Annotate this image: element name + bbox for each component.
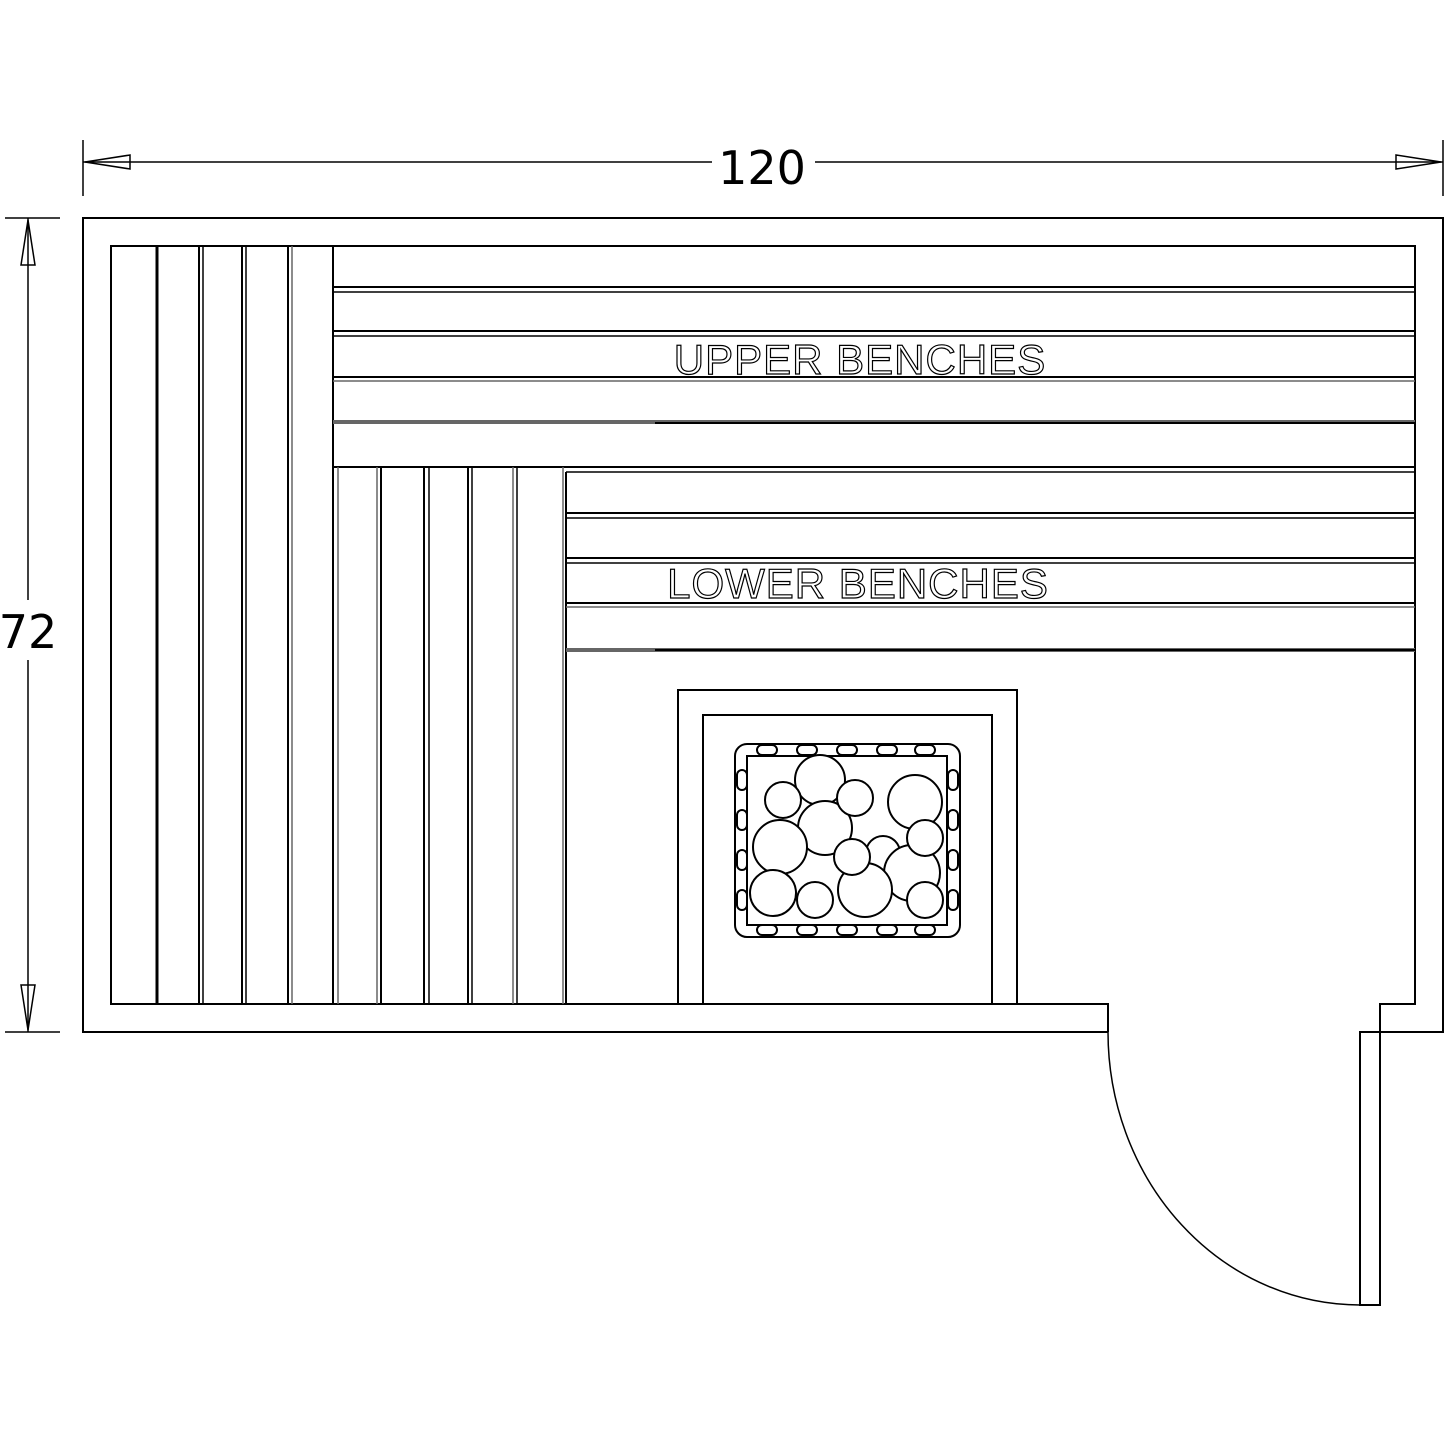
width-dimension: 120 [82,140,1444,196]
arrow-left-icon [84,154,131,170]
heater [677,689,1018,1004]
upper-benches-label: UPPER BENCHES [674,336,1046,383]
lower-benches: LOWER BENCHES [337,467,1415,1004]
arrow-down-icon [20,984,36,1031]
arrow-up-icon [20,219,36,266]
heater-stones [749,754,944,919]
door [1107,1031,1381,1306]
lower-benches-label: LOWER BENCHES [667,560,1049,607]
width-label: 120 [718,141,806,195]
arrow-right-icon [1395,154,1442,170]
depth-label: 72 [0,605,57,659]
walls [82,217,1444,1033]
depth-dimension: 72 [0,217,60,1033]
heater-vents [736,744,959,936]
